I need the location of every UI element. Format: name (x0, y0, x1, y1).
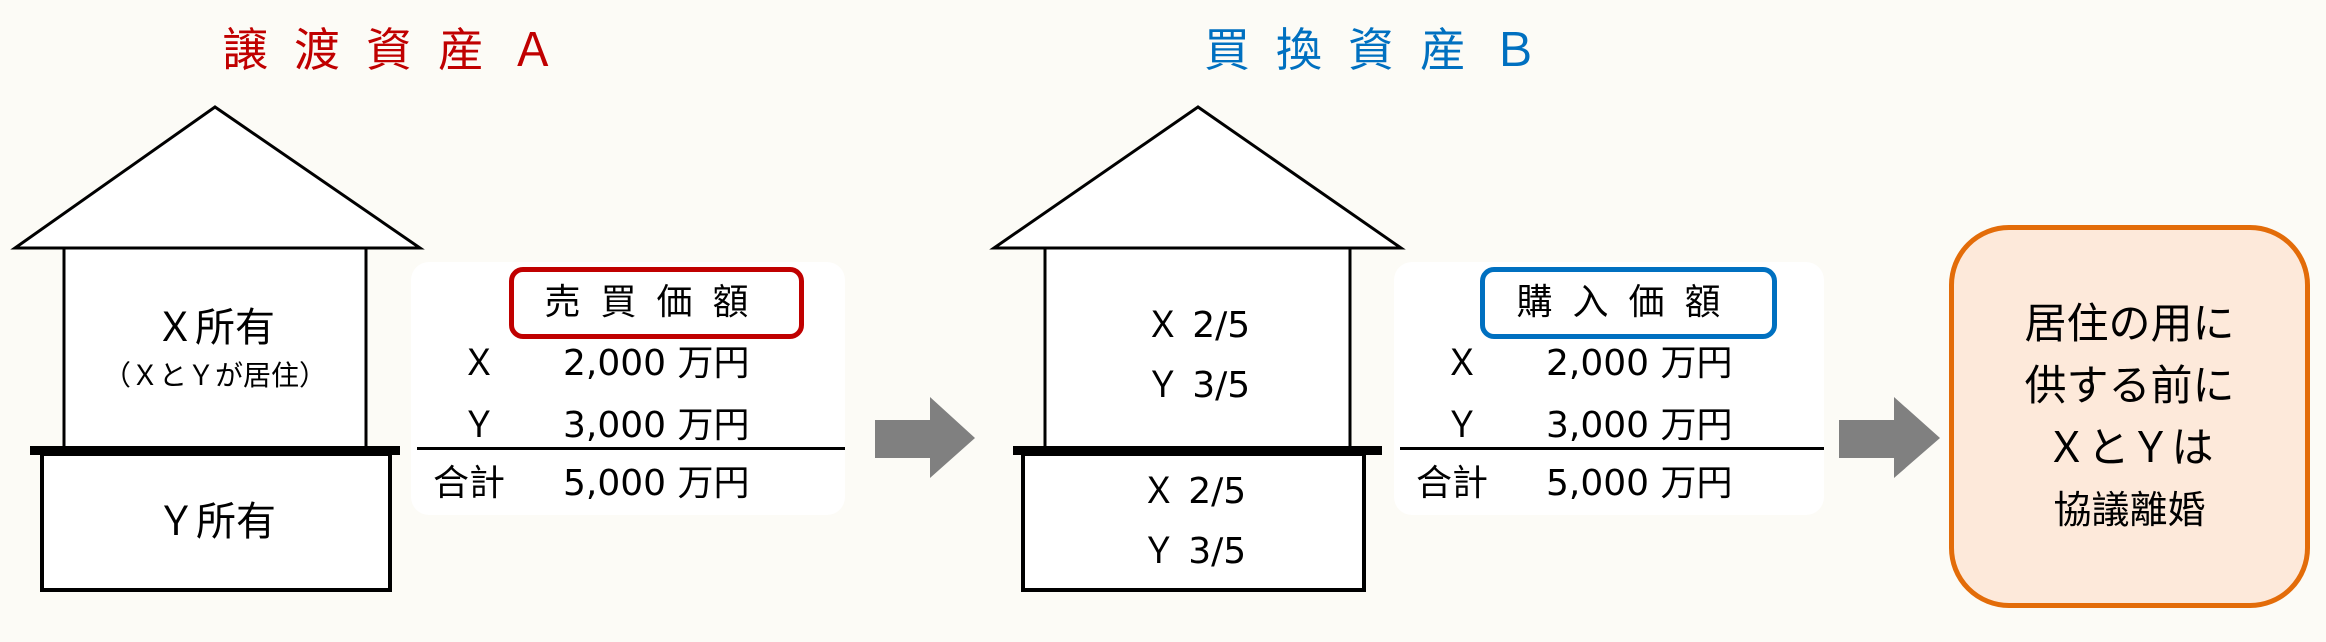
purchase-price-table: 購入価額 Ｘ 2,000 万円 Ｙ 3,000 万円 合計 5,000 万円 (1394, 262, 1824, 515)
share-y: Ｙ 3/5 (1144, 365, 1251, 406)
row-label-y: Ｙ (461, 405, 498, 446)
house-b-lower-floor (1021, 452, 1366, 592)
house-b (989, 105, 1406, 592)
sale-price-table: 売買価額 Ｘ 2,000 万円 Ｙ 3,000 万円 合計 5,000 万円 (411, 262, 845, 515)
divorce-note: 居住の用に 供する前に ＸとＹは 協議離婚 (1949, 225, 2310, 608)
house-a-floor-divider (30, 446, 400, 455)
house-b-floor-divider (1013, 446, 1382, 455)
purchase-price-header: 購入価額 (1480, 267, 1777, 339)
arrow-right-icon (875, 397, 975, 478)
house-b-lower-label: Ｘ 2/5 Ｙ 3/5 (1023, 462, 1364, 582)
house-a-upper-label: Ｘ所有 （ＸとＹが居住） (64, 300, 366, 396)
owner-label: Ｙ所有 (156, 499, 276, 545)
row-value-x: 2,000 万円 (1546, 343, 1733, 384)
house-b-roof (989, 105, 1406, 250)
house-a-roof (10, 105, 425, 250)
row-value-y: 3,000 万円 (1546, 405, 1733, 446)
total-value: 5,000 万円 (1546, 463, 1733, 504)
house-a-upper-floor (62, 246, 368, 451)
note-line: ＸとＹは (2045, 422, 2214, 472)
row-value-x: 2,000 万円 (563, 343, 750, 384)
asset-a-title: 譲渡資産Ａ (222, 23, 582, 77)
house-b-upper-floor (1043, 246, 1352, 451)
total-divider (1400, 447, 1824, 450)
arrow-right-icon (1839, 397, 1940, 478)
house-a-lower-floor (40, 452, 392, 592)
row-label-x: Ｘ (1444, 343, 1481, 384)
sale-price-header: 売買価額 (509, 267, 804, 339)
asset-b-title: 買換資産Ｂ (1204, 23, 1564, 77)
note-line: 居住の用に (2024, 298, 2235, 348)
total-divider (417, 447, 845, 450)
note-line: 協議離婚 (2053, 487, 2206, 532)
total-label: 合計 (433, 463, 506, 504)
row-label-y: Ｙ (1444, 405, 1481, 446)
note-line: 供する前に (2024, 360, 2235, 410)
owner-label: Ｘ所有 (155, 305, 275, 351)
house-b-upper-label: Ｘ 2/5 Ｙ 3/5 (1045, 296, 1350, 416)
total-label: 合計 (1416, 463, 1489, 504)
house-a (10, 105, 425, 592)
share-y: Ｙ 3/5 (1140, 531, 1247, 572)
row-label-x: Ｘ (461, 343, 498, 384)
resident-note: （ＸとＹが居住） (102, 359, 327, 392)
row-value-y: 3,000 万円 (563, 405, 750, 446)
total-value: 5,000 万円 (563, 463, 750, 504)
house-a-lower-label: Ｙ所有 (42, 494, 390, 550)
share-x: Ｘ 2/5 (1140, 471, 1247, 512)
share-x: Ｘ 2/5 (1144, 305, 1251, 346)
